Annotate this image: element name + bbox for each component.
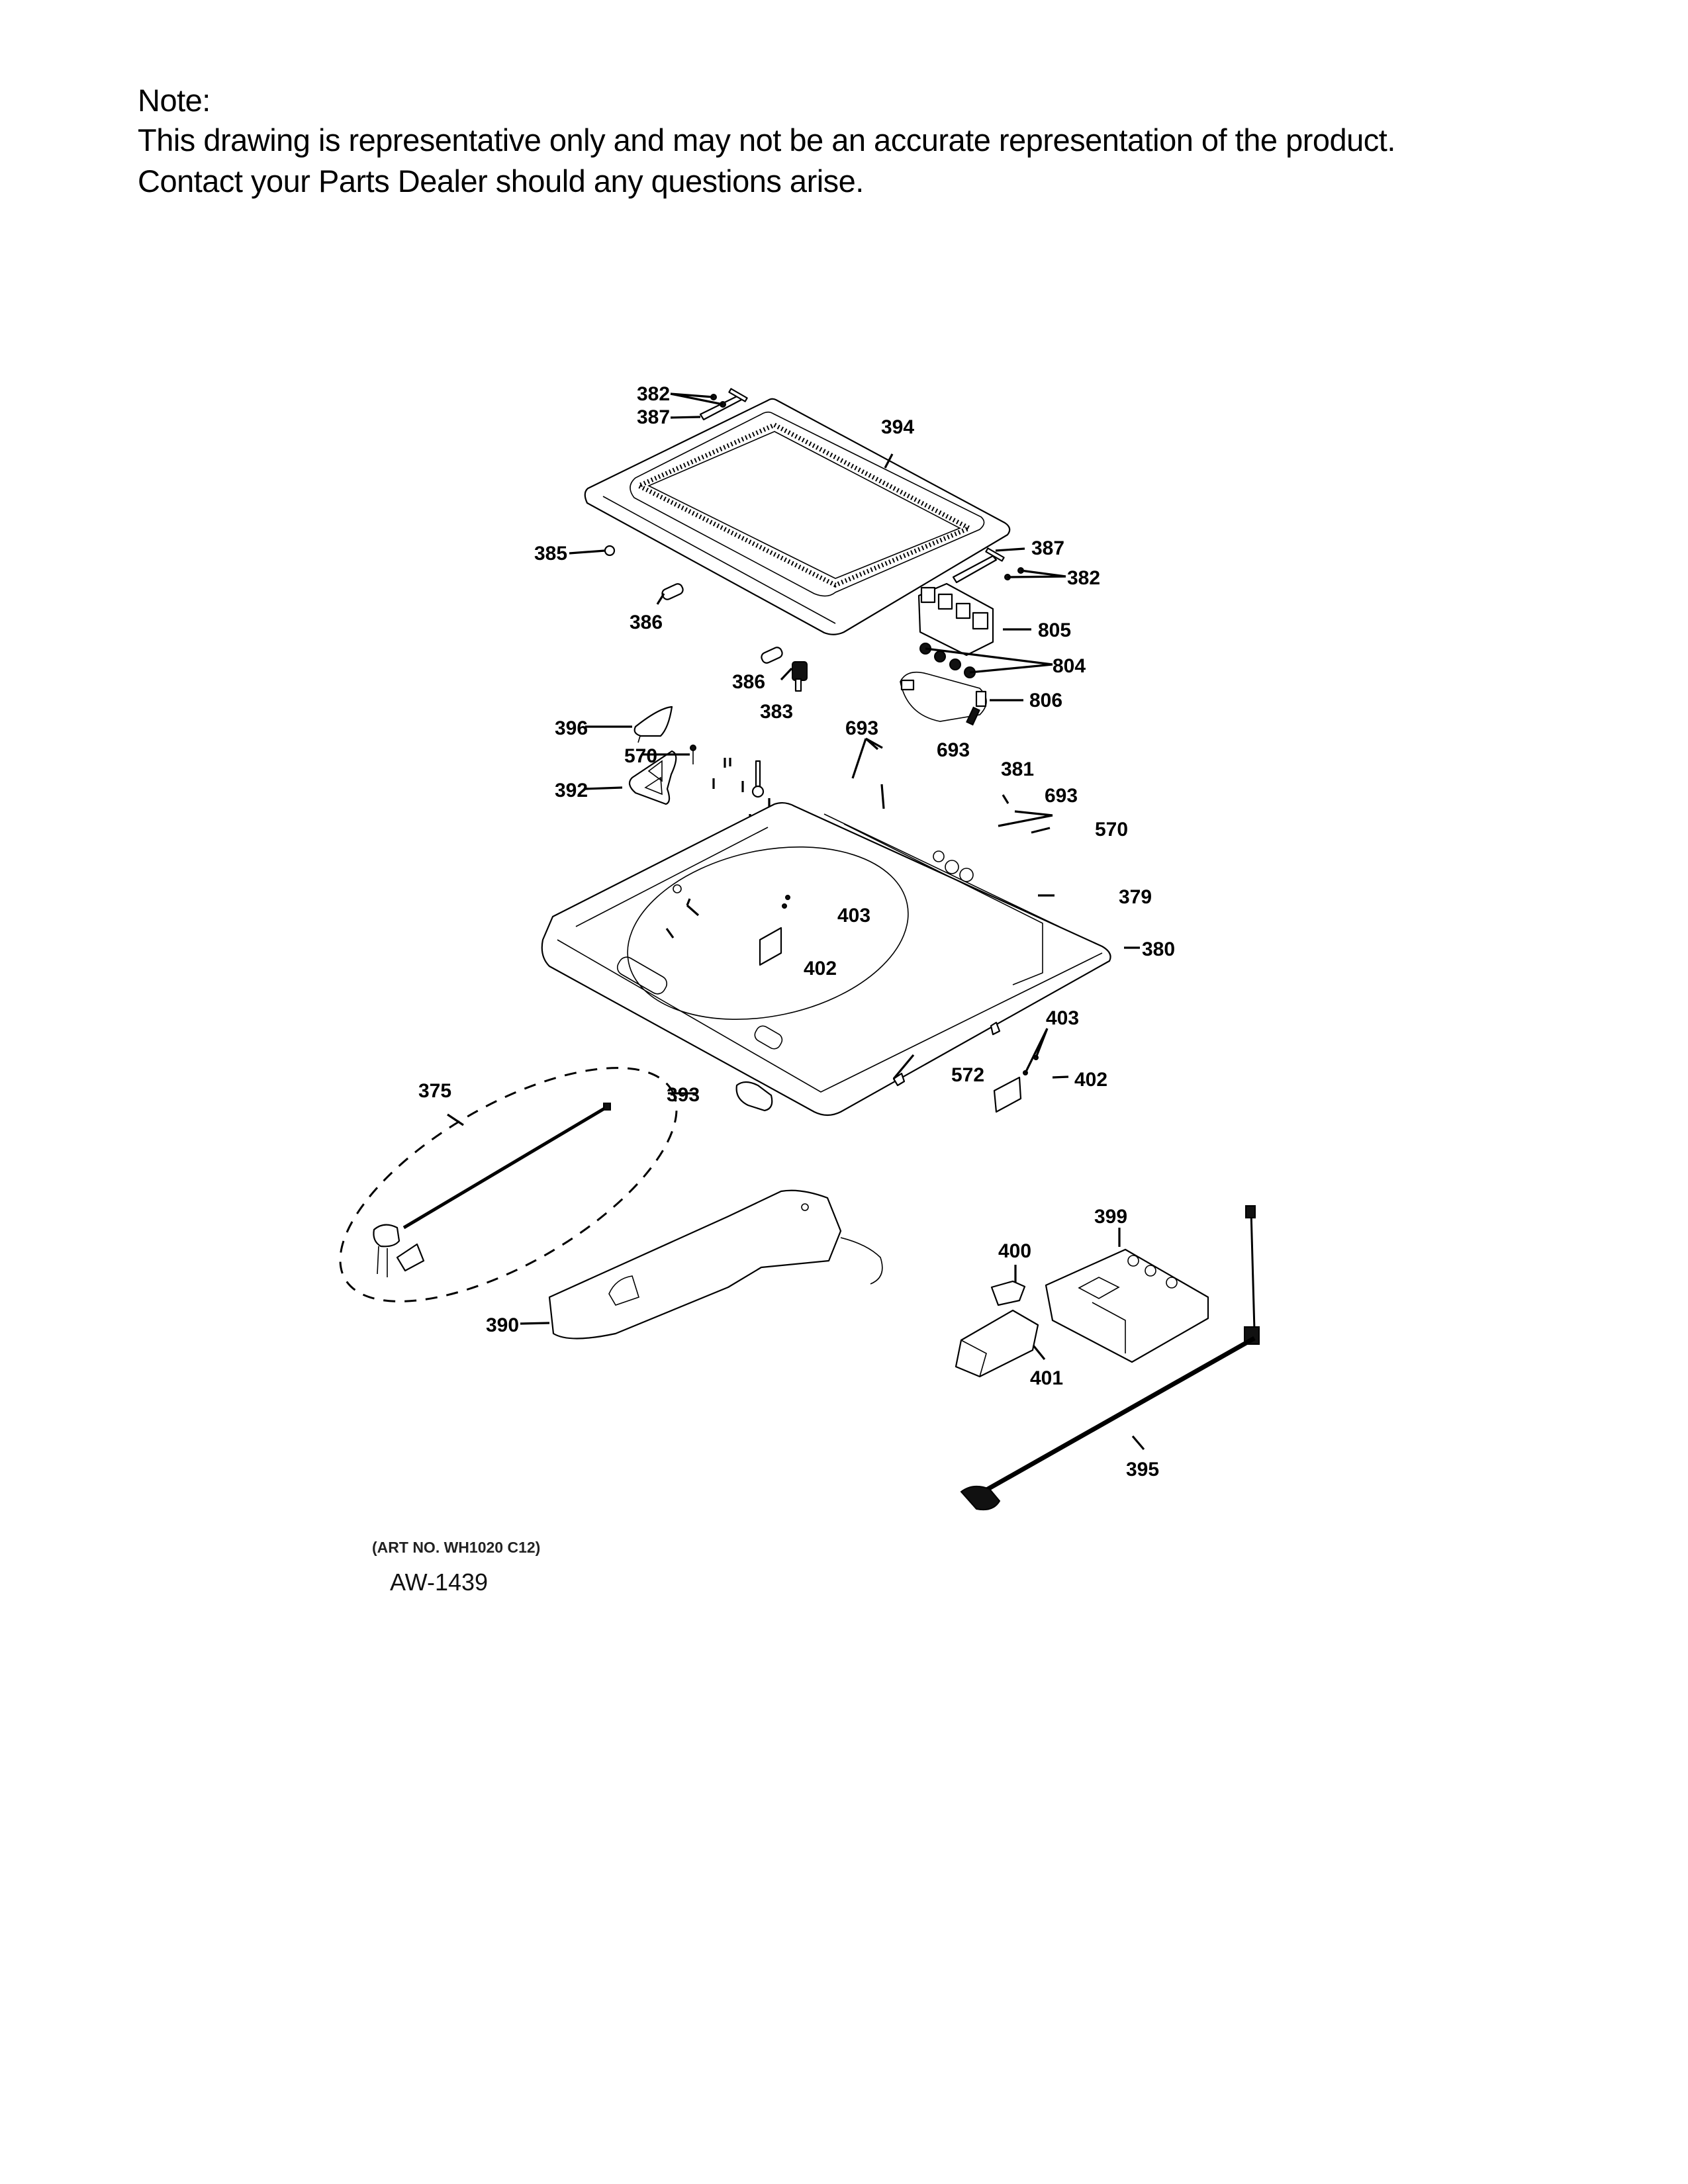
- sensor-part-381[interactable]: [751, 760, 765, 798]
- sensor-assembly-part-375[interactable]: [373, 1103, 611, 1277]
- callout-400[interactable]: 400: [998, 1240, 1031, 1262]
- callout-402[interactable]: 402: [1074, 1069, 1107, 1091]
- callout-390[interactable]: 390: [486, 1314, 519, 1336]
- art-number: (ART NO. WH1020 C12): [372, 1539, 541, 1556]
- callout-382[interactable]: 382: [637, 383, 670, 405]
- callout-570[interactable]: 570: [624, 745, 657, 767]
- pad-part-386[interactable]: [661, 582, 784, 664]
- callout-693[interactable]: 693: [937, 739, 970, 761]
- handle-part-393[interactable]: [735, 1081, 773, 1112]
- callout-804[interactable]: 804: [1053, 655, 1086, 677]
- lid-lock-part-383[interactable]: [792, 661, 808, 692]
- callout-385[interactable]: 385: [534, 543, 567, 565]
- callout-379[interactable]: 379: [1119, 886, 1152, 908]
- callout-693[interactable]: 693: [1045, 785, 1078, 807]
- callout-399[interactable]: 399: [1094, 1206, 1127, 1228]
- callout-396[interactable]: 396: [555, 717, 588, 739]
- note-title: Note:: [138, 83, 211, 118]
- dispenser-duct-part-390[interactable]: [548, 1189, 883, 1340]
- note-line-2: Contact your Parts Dealer should any que…: [138, 163, 864, 199]
- bumper-part-385[interactable]: [604, 545, 616, 557]
- dispenser-cap-part-400[interactable]: [990, 1280, 1026, 1306]
- callout-383[interactable]: 383: [760, 701, 793, 723]
- callout-402[interactable]: 402: [804, 958, 837, 979]
- valve-harness-part-806[interactable]: [900, 671, 987, 726]
- water-valve-part-805[interactable]: [917, 582, 994, 657]
- cap-part-396[interactable]: [633, 705, 673, 743]
- callout-570[interactable]: 570: [1095, 819, 1128, 841]
- note-line-1: This drawing is representative only and …: [138, 122, 1395, 158]
- callout-393[interactable]: 393: [667, 1084, 700, 1106]
- screw-part-693-group-a[interactable]: [712, 758, 731, 789]
- callout-403[interactable]: 403: [1046, 1007, 1079, 1029]
- callout-395[interactable]: 395: [1126, 1459, 1159, 1480]
- screw-part-570-left[interactable]: [690, 745, 696, 764]
- callout-386[interactable]: 386: [630, 612, 663, 633]
- hinge-part-387-left[interactable]: [699, 388, 748, 421]
- callout-380[interactable]: 380: [1142, 938, 1175, 960]
- aw-number: AW-1439: [390, 1569, 489, 1596]
- hinge-part-387-right[interactable]: [952, 547, 1005, 584]
- callout-394[interactable]: 394: [881, 416, 914, 438]
- callout-387[interactable]: 387: [1031, 537, 1064, 559]
- hinge-part-402-lower[interactable]: [993, 1076, 1022, 1113]
- callout-806[interactable]: 806: [1029, 690, 1062, 711]
- wire-harness-part-395[interactable]: [960, 1205, 1260, 1511]
- top-panel-part-380[interactable]: [541, 801, 1111, 1116]
- callout-382[interactable]: 382: [1067, 567, 1100, 589]
- callout-572[interactable]: 572: [951, 1064, 984, 1086]
- callout-375[interactable]: 375: [418, 1080, 451, 1102]
- leader-lines: [447, 392, 1145, 1451]
- callout-392[interactable]: 392: [555, 780, 588, 801]
- lid-part-394[interactable]: [584, 398, 1011, 635]
- callout-386[interactable]: 386: [732, 671, 765, 693]
- callout-387[interactable]: 387: [637, 406, 670, 428]
- callout-401[interactable]: 401: [1030, 1367, 1063, 1389]
- callout-403[interactable]: 403: [837, 905, 870, 927]
- hinge-part-402-upper[interactable]: [759, 927, 782, 966]
- dispenser-drawer-part-401[interactable]: [955, 1309, 1039, 1378]
- plug-part-804[interactable]: [919, 643, 976, 678]
- callout-805[interactable]: 805: [1038, 619, 1071, 641]
- dispenser-housing-part-399[interactable]: [1045, 1248, 1209, 1363]
- callout-693[interactable]: 693: [845, 717, 878, 739]
- callout-381[interactable]: 381: [1001, 758, 1034, 780]
- screw-part-403-upper[interactable]: [782, 895, 790, 909]
- clip-part-572[interactable]: [892, 1021, 1001, 1087]
- bracket-part-392[interactable]: [628, 750, 677, 805]
